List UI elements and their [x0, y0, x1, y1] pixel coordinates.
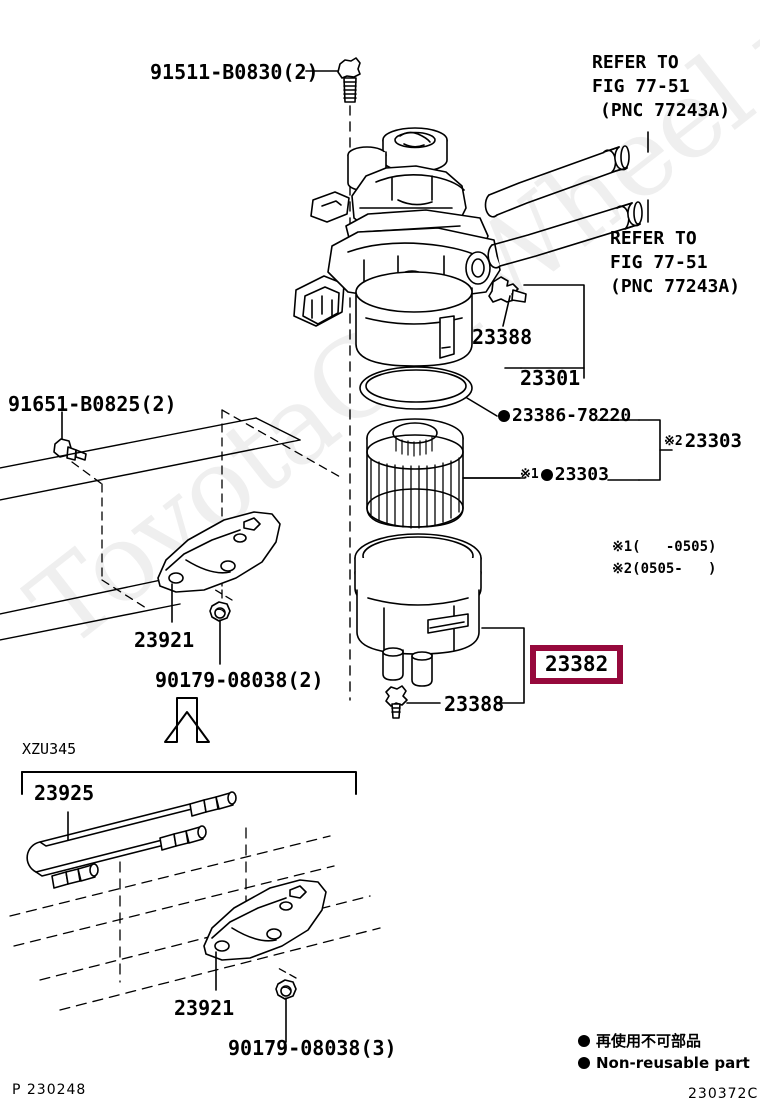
label-element-mark1: 23303 — [554, 464, 609, 485]
label-filter-assy: 23301 — [520, 366, 581, 390]
label-oring-row: 23386-78220 — [498, 405, 631, 426]
footer-right: 230372C — [688, 1086, 759, 1102]
nut-lower-icon — [275, 979, 297, 1000]
reference-top-line3: (PNC 77243A) — [600, 100, 731, 121]
legend-text-en: Non-reusable part — [596, 1054, 750, 1072]
label-plug-lower: 23388 — [444, 692, 505, 716]
nonreusable-dot-icon — [498, 409, 510, 422]
reference-top-line2: FIG 77-51 — [592, 76, 690, 97]
label-element-mark2-row: ※2 23303 — [664, 430, 742, 452]
note-2: ※2(0505- ) — [612, 561, 717, 577]
note-1: ※1( -0505) — [612, 539, 717, 555]
reference-mid-line2: FIG 77-51 — [610, 252, 708, 273]
nonreusable-dot-icon-2 — [540, 468, 553, 481]
label-element-mark2: 23303 — [684, 430, 742, 452]
label-nut-lower: 90179-08038(3) — [228, 1036, 397, 1060]
filter-head-assembly — [293, 127, 643, 367]
legend-row-en: Non-reusable part — [578, 1054, 750, 1072]
highlighted-part-number[interactable]: 23382 — [530, 645, 624, 685]
legend-dot-icon-jp — [578, 1034, 590, 1047]
label-oring: 23386-78220 — [512, 405, 632, 426]
nut-upper-icon — [209, 601, 231, 622]
mark1-prefix: ※1 — [520, 467, 539, 482]
label-model-code: XZU345 — [22, 740, 77, 758]
drain-plug-upper-icon — [488, 276, 527, 303]
legend-row-jp: 再使用不可部品 — [578, 1030, 701, 1051]
bracket-23382 — [481, 627, 525, 704]
label-bolt-left: 91651-B0825(2) — [8, 392, 177, 416]
mark2-prefix: ※2 — [664, 433, 683, 449]
fuel-pipe-assembly — [26, 791, 237, 889]
reference-top-line1: REFER TO — [592, 52, 679, 73]
leader-oring — [466, 397, 498, 417]
label-element-mark1-row: ※1 23303 — [520, 464, 609, 485]
label-plug-upper: 23388 — [472, 325, 533, 349]
label-bracket-upper: 23921 — [134, 628, 195, 652]
filter-element — [366, 418, 464, 529]
reference-mid-line3: (PNC 77243A) — [610, 276, 741, 297]
filter-housing-lower — [354, 533, 482, 687]
legend-dot-icon-en — [578, 1057, 590, 1069]
bracket-xzu345 — [21, 771, 357, 795]
label-bolt-top: 91511-B0830(2) — [150, 60, 319, 84]
bracket-23301 — [520, 284, 585, 369]
bolt-top-icon — [337, 57, 361, 103]
label-nut-upper: 90179-08038(2) — [155, 668, 324, 692]
reference-mid-line1: REFER TO — [610, 228, 697, 249]
drain-plug-lower-icon — [385, 685, 408, 719]
label-pipe-assy: 23925 — [34, 781, 95, 805]
footer-left: P 230248 — [12, 1082, 87, 1098]
legend-text-jp: 再使用不可部品 — [596, 1032, 702, 1050]
leader-plug-upper — [502, 295, 511, 327]
bracket-23303-group — [638, 419, 661, 481]
label-bracket-lower: 23921 — [174, 996, 235, 1020]
bracket-upper — [157, 511, 281, 593]
o-ring — [359, 366, 473, 410]
bracket-lower — [203, 879, 327, 961]
up-arrow — [164, 697, 210, 743]
